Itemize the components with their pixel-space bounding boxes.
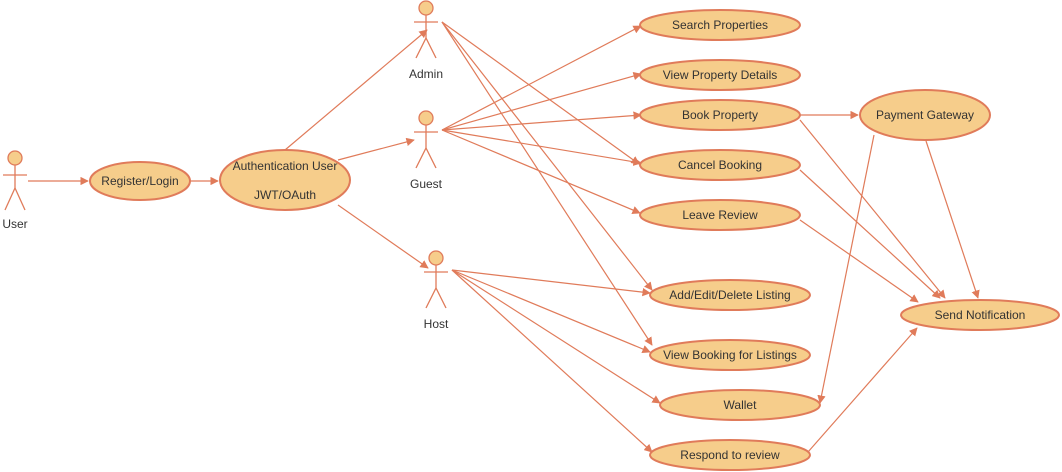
edge-guest-details: [441, 72, 642, 131]
usecase-leave-review-label: Leave Review: [682, 208, 758, 222]
edge-guest-review: [441, 129, 641, 214]
connectors: [28, 21, 980, 453]
edge-host-listing: [451, 269, 651, 297]
usecase-payment-gateway-label: Payment Gateway: [876, 108, 974, 122]
actor-host-label: Host: [424, 317, 449, 331]
usecase-wallet-label: Wallet: [724, 398, 758, 412]
usecase-view-booking-for-listings-label: View Booking for Listings: [663, 348, 797, 362]
edge-payment-wallet: [817, 134, 875, 404]
edge-auth-guest: [337, 137, 415, 161]
edge-guest-cancel: [441, 129, 642, 166]
usecase-authentication-user: Authentication User JWT/OAuth: [219, 149, 351, 211]
edge-cancel-notify: [799, 169, 941, 299]
usecase-respond-to-review: Respond to review: [649, 439, 811, 471]
usecase-send-notification-label: Send Notification: [935, 308, 1026, 322]
usecase-search-properties: Search Properties: [639, 9, 801, 41]
usecase-respond-to-review-label: Respond to review: [680, 448, 780, 462]
edge-admin-cancel: [441, 21, 640, 165]
actor-guest: Guest: [410, 110, 443, 191]
usecase-register-login: Register/Login: [89, 161, 191, 201]
usecase-payment-gateway: Payment Gateway: [859, 89, 991, 141]
usecase-send-notification: Send Notification: [900, 299, 1060, 331]
usecase-auth-line2: JWT/OAuth: [254, 188, 316, 202]
actor-user: User: [2, 150, 28, 231]
usecase-view-property-details: View Property Details: [639, 59, 801, 91]
edge-admin-listing: [441, 21, 653, 291]
edge-guest-search: [441, 25, 642, 131]
usecase-view-booking-for-listings: View Booking for Listings: [649, 339, 811, 371]
actor-host: Host: [424, 250, 449, 331]
usecase-add-edit-delete-listing-label: Add/Edit/Delete Listing: [669, 288, 790, 302]
edge-guest-book: [441, 111, 642, 131]
usecase-wallet: Wallet: [659, 389, 821, 421]
edge-auth-admin: [284, 29, 428, 151]
usecase-leave-review: Leave Review: [639, 199, 801, 231]
usecase-add-edit-delete-listing: Add/Edit/Delete Listing: [649, 279, 811, 311]
edge-host-viewbooking: [451, 269, 651, 353]
usecase-book-property: Book Property: [639, 99, 801, 131]
usecase-register-login-label: Register/Login: [101, 174, 178, 188]
actor-admin: Admin: [409, 0, 443, 81]
actor-user-label: User: [2, 217, 27, 231]
usecase-cancel-booking: Cancel Booking: [639, 149, 801, 181]
edge-admin-viewbooking: [441, 21, 653, 346]
actor-admin-label: Admin: [409, 67, 443, 81]
usecase-auth-line1: Authentication User: [233, 159, 338, 173]
edge-host-wallet: [451, 269, 661, 404]
actor-guest-label: Guest: [410, 177, 443, 191]
edge-review-notify: [799, 219, 919, 303]
edge-auth-host: [337, 204, 429, 269]
usecase-search-properties-label: Search Properties: [672, 18, 768, 32]
edge-host-respond: [451, 269, 653, 453]
usecase-view-property-details-label: View Property Details: [663, 68, 778, 82]
edge-book-notify: [799, 119, 946, 299]
edge-respond-notify: [807, 327, 918, 453]
usecase-book-property-label: Book Property: [682, 108, 758, 122]
usecase-cancel-booking-label: Cancel Booking: [678, 158, 762, 172]
edge-payment-notify: [925, 140, 980, 299]
